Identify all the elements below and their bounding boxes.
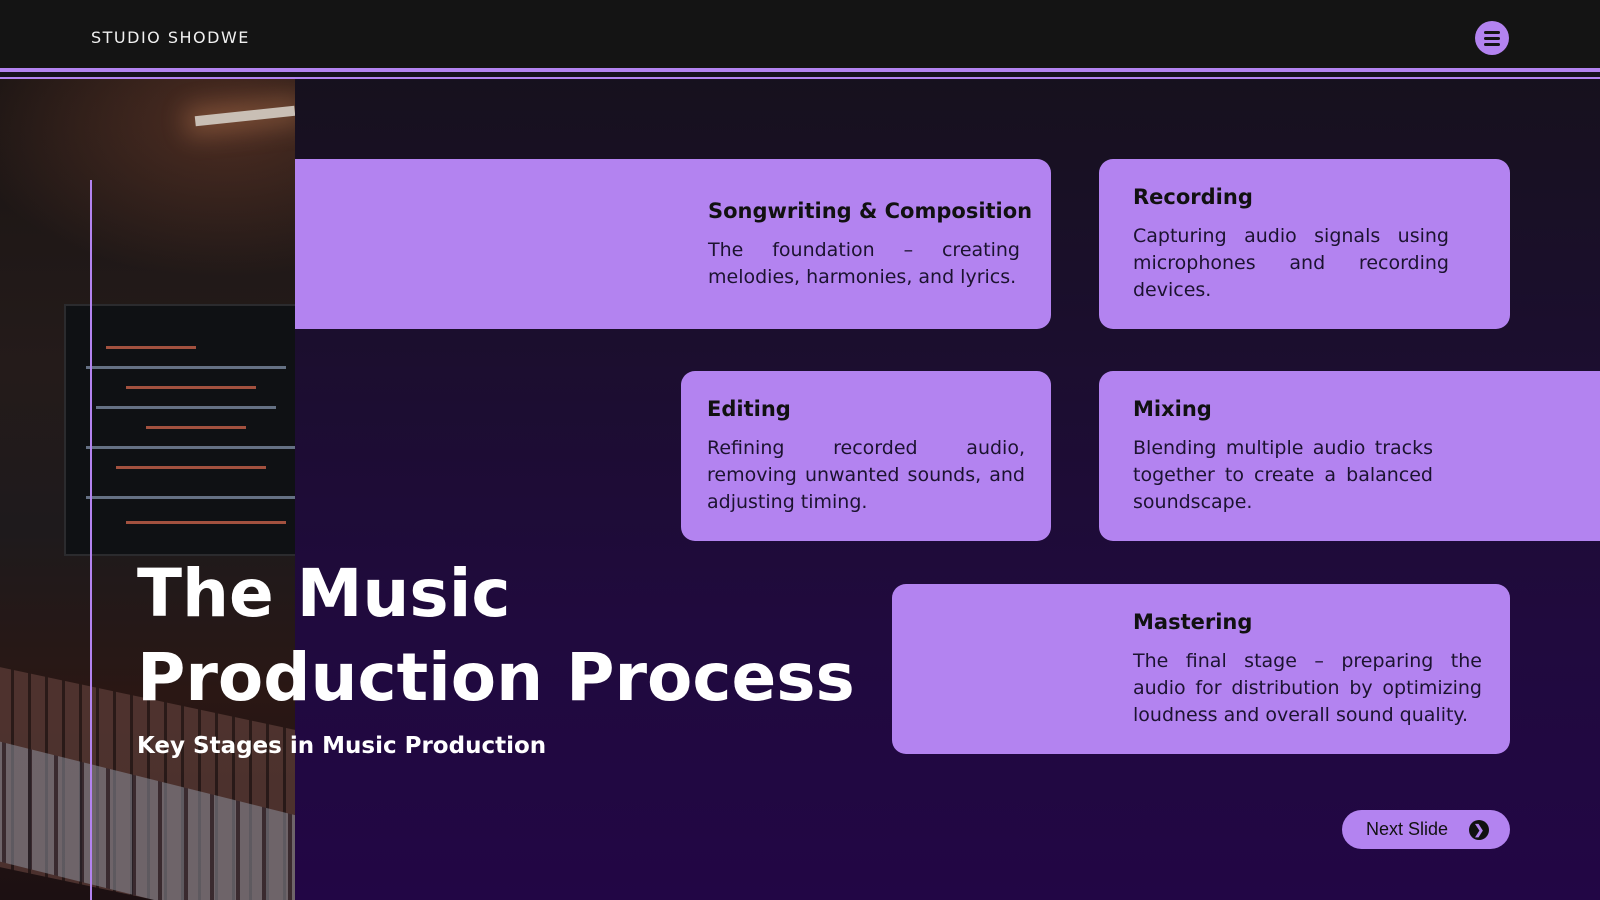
stage-card-songwriting: Songwriting & Composition The foundation…	[295, 159, 1051, 329]
stage-description: Capturing audio signals using microphone…	[1133, 225, 1449, 301]
stage-title: Editing	[707, 397, 791, 421]
accent-vertical-line	[90, 180, 92, 900]
stage-description: Refining recorded audio, removing unwant…	[707, 437, 1025, 513]
menu-button[interactable]	[1475, 21, 1509, 55]
header-divider-thick	[0, 68, 1600, 72]
stage-title: Mixing	[1133, 397, 1212, 421]
stage-description: The foundation – creating melodies, harm…	[708, 239, 1020, 288]
title-line-1: The Music	[137, 555, 511, 632]
page-title: The Music Production Process	[137, 552, 855, 720]
stage-card-recording: Recording Capturing audio signals using …	[1099, 159, 1510, 329]
next-slide-button[interactable]: Next Slide ❯	[1342, 810, 1510, 849]
stage-card-mastering: Mastering The final stage – preparing th…	[892, 584, 1510, 754]
stage-description: The final stage – preparing the audio fo…	[1133, 650, 1482, 726]
header-divider-thin	[0, 77, 1600, 79]
stage-title: Mastering	[1133, 610, 1253, 634]
arrow-right-circle-icon: ❯	[1469, 820, 1489, 840]
page-subtitle: Key Stages in Music Production	[137, 733, 547, 759]
brand-name: STUDIO SHODWE	[91, 28, 250, 47]
daw-monitor-image	[64, 304, 295, 556]
studio-photo	[0, 79, 295, 900]
title-line-2: Production Process	[137, 639, 855, 716]
stage-card-mixing: Mixing Blending multiple audio tracks to…	[1099, 371, 1600, 541]
stage-title: Songwriting & Composition	[708, 199, 1033, 223]
stage-title: Recording	[1133, 185, 1253, 209]
stage-description: Blending multiple audio tracks together …	[1133, 437, 1433, 513]
top-bar: STUDIO SHODWE	[0, 0, 1600, 68]
next-slide-label: Next Slide	[1366, 819, 1449, 839]
stage-card-editing: Editing Refining recorded audio, removin…	[681, 371, 1051, 541]
